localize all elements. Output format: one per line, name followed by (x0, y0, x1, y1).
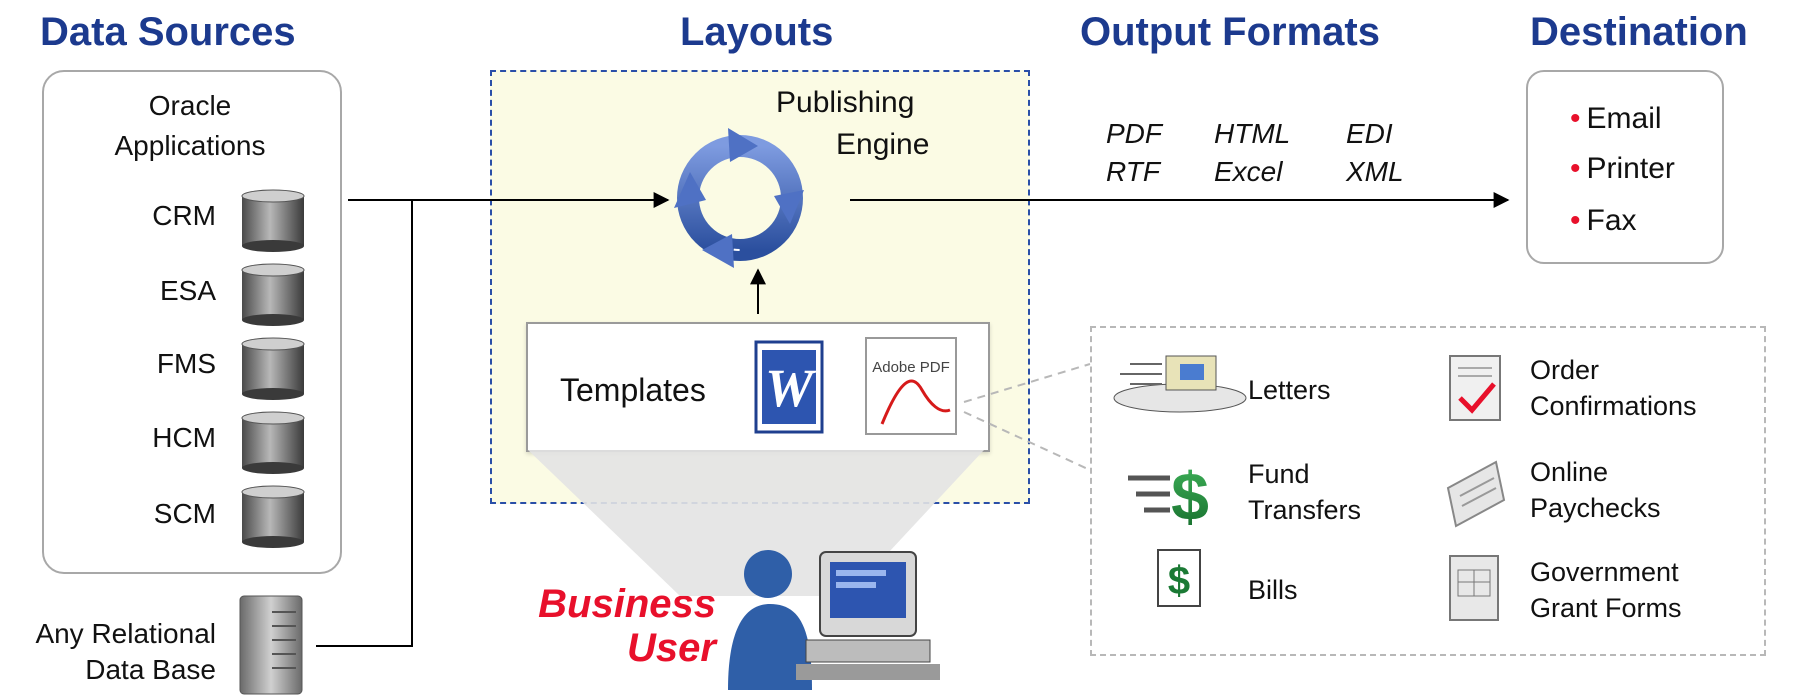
pdf-document-icon: Adobe PDF (865, 337, 957, 435)
output-bills: Bills (1248, 575, 1298, 605)
svg-text:$: $ (1171, 459, 1209, 535)
output-paychecks-line2: Paychecks (1530, 493, 1661, 523)
format-edi: EDI (1346, 118, 1393, 149)
output-letters: Letters (1248, 375, 1331, 405)
output-order-line2: Confirmations (1530, 391, 1697, 421)
government-form-icon (1449, 555, 1499, 621)
output-gov-line2: Grant Forms (1530, 593, 1682, 623)
output-fund-line2: Transfers (1248, 495, 1362, 525)
server-icon (239, 595, 303, 695)
heading-destination: Destination (1530, 10, 1748, 54)
relational-label-line2: Data Base (85, 654, 216, 685)
bullet-icon: • (1570, 152, 1581, 185)
output-fund-line1: Fund (1248, 459, 1310, 489)
database-icon-hcm (241, 411, 305, 474)
heading-output-formats: Output Formats (1080, 10, 1380, 54)
heading-layouts: Layouts (680, 10, 834, 54)
database-icon-fms (241, 337, 305, 400)
db-label-scm: SCM (153, 498, 216, 529)
publishing-engine-icon (674, 128, 804, 268)
dest-printer-label: Printer (1586, 152, 1675, 185)
destination-box (1526, 70, 1724, 264)
bills-icon: $ (1157, 549, 1201, 607)
fund-transfer-icon: $ (1128, 459, 1209, 535)
engine-label-line1: Publishing (776, 86, 915, 119)
business-user-line2: User (627, 626, 716, 670)
format-xml: XML (1346, 156, 1404, 187)
word-document-icon: W (754, 340, 824, 434)
format-html: HTML (1214, 118, 1291, 149)
database-icon-esa (241, 263, 305, 326)
output-paychecks-line1: Online (1530, 457, 1609, 487)
heading-data-sources: Data Sources (40, 10, 296, 54)
relational-label-line1: Any Relational (35, 618, 216, 649)
business-user-icon (728, 550, 940, 690)
applications-label: Applications (114, 130, 266, 161)
bullet-icon: • (1570, 102, 1581, 135)
callout-lines (963, 363, 1091, 471)
output-gov-line1: Government (1530, 557, 1679, 587)
output-order-line1: Order (1530, 355, 1600, 385)
format-rtf: RTF (1106, 156, 1160, 187)
dest-fax-label: Fax (1586, 204, 1637, 237)
db-label-hcm: HCM (152, 422, 216, 453)
format-excel: Excel (1214, 156, 1283, 187)
paycheck-icon (1446, 460, 1506, 528)
engine-label-line2: Engine (836, 128, 930, 161)
templates-label: Templates (560, 372, 706, 408)
db-label-crm: CRM (152, 200, 216, 231)
oracle-label: Oracle (148, 90, 232, 121)
format-pdf: PDF (1106, 118, 1162, 149)
db-label-fms: FMS (156, 348, 216, 379)
dest-email-label: Email (1586, 102, 1662, 135)
pdf-logo-text: Adobe PDF (872, 359, 950, 376)
dest-fax: •Fax (1570, 204, 1637, 238)
bullet-icon: • (1570, 204, 1581, 237)
database-icon-scm (241, 485, 305, 548)
svg-text:$: $ (1168, 559, 1190, 603)
dest-email: •Email (1570, 102, 1662, 136)
letters-icon (1113, 355, 1247, 413)
dest-printer: •Printer (1570, 152, 1675, 186)
svg-text:W: W (765, 358, 817, 418)
db-label-esa: ESA (159, 275, 216, 306)
connector-lines (316, 192, 1510, 647)
order-confirmation-icon (1449, 355, 1501, 421)
database-icon-crm (241, 189, 305, 252)
